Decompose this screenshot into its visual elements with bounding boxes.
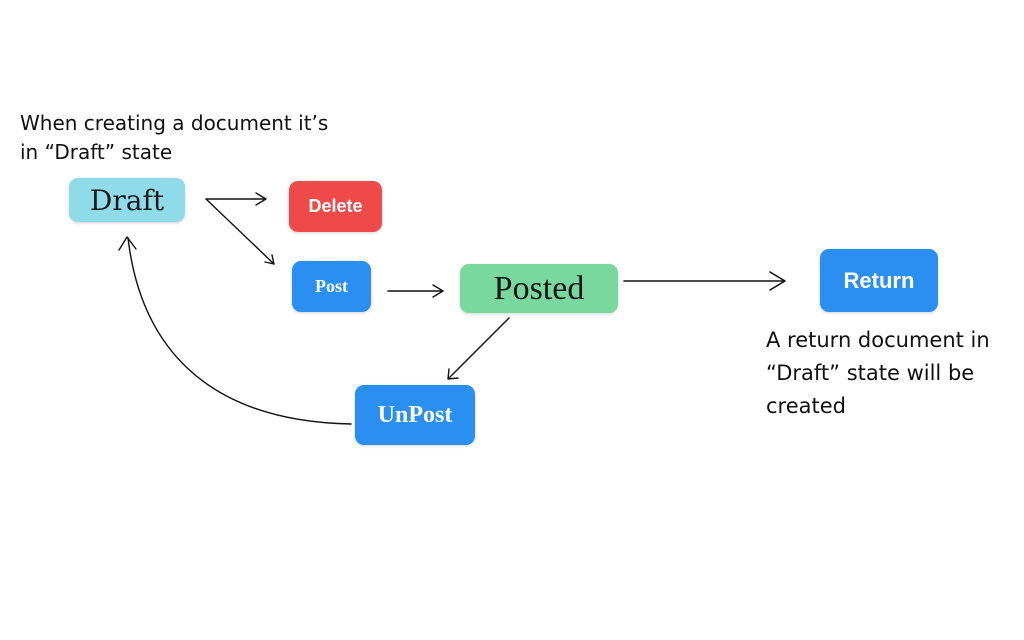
arrow-posted-to-unpost	[447, 317, 510, 380]
arrow-unpost-to-draft	[118, 236, 352, 425]
post-action: Post	[292, 261, 371, 312]
arrow-draft-to-post	[205, 198, 275, 265]
return-action: Return	[820, 249, 938, 312]
arrow-post-to-posted	[387, 284, 444, 298]
return-result-note: A return document in “Draft” state will …	[766, 328, 990, 419]
unpost-action: UnPost	[355, 385, 475, 445]
delete-action: Delete	[289, 181, 382, 232]
arrow-posted-to-return	[623, 271, 786, 291]
draft-state-box: Draft	[69, 178, 185, 222]
creation-note: When creating a document it’s in “Draft”…	[20, 111, 329, 164]
posted-state-box: Posted	[460, 264, 618, 313]
arrow-draft-to-delete	[205, 192, 267, 206]
